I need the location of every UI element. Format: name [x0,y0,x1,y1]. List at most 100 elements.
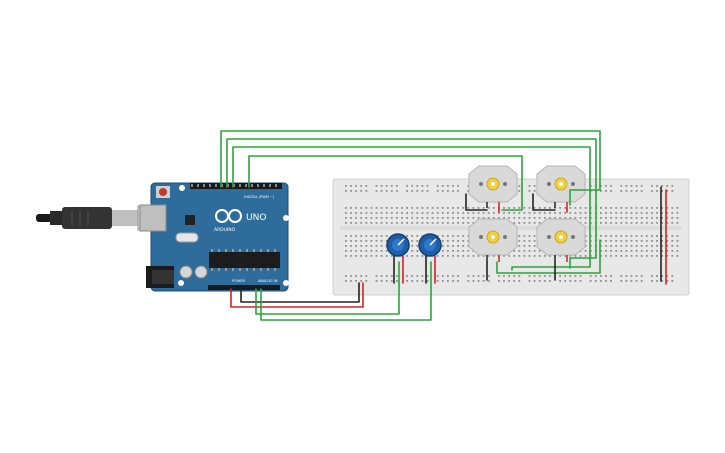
breadboard-hole[interactable] [671,190,674,192]
breadboard-hole[interactable] [635,185,638,187]
breadboard-hole[interactable] [457,207,459,209]
breadboard-hole[interactable] [411,245,414,247]
breadboard-hole[interactable] [513,212,516,214]
breadboard-hole[interactable] [355,222,357,224]
breadboard-hole[interactable] [533,222,536,224]
breadboard-hole[interactable] [605,212,607,214]
breadboard-hole[interactable] [360,235,363,237]
breadboard-hole[interactable] [635,275,638,277]
breadboard-hole[interactable] [457,235,459,237]
breadboard-hole[interactable] [498,212,500,214]
breadboard-hole[interactable] [651,190,653,192]
breadboard-hole[interactable] [610,222,612,224]
breadboard-hole[interactable] [630,250,633,252]
breadboard-hole[interactable] [656,240,658,242]
breadboard-hole[interactable] [538,250,541,252]
breadboard-hole[interactable] [564,275,567,277]
breadboard-hole[interactable] [625,245,628,247]
breadboard-hole[interactable] [441,185,444,187]
breadboard-hole[interactable] [406,212,408,214]
breadboard-hole[interactable] [396,275,398,277]
breadboard-hole[interactable] [355,255,357,257]
breadboard-hole[interactable] [625,222,628,224]
breadboard-hole[interactable] [528,275,531,277]
breadboard-hole[interactable] [574,212,577,214]
breadboard-hole[interactable] [513,207,516,209]
breadboard-hole[interactable] [360,185,363,187]
breadboard-hole[interactable] [447,190,449,192]
breadboard-hole[interactable] [411,235,414,237]
breadboard-hole[interactable] [559,217,561,219]
breadboard-hole[interactable] [671,185,674,187]
breadboard-hole[interactable] [625,250,628,252]
breadboard-hole[interactable] [390,217,393,219]
breadboard-hole[interactable] [365,235,368,237]
breadboard-hole[interactable] [431,207,434,209]
breadboard-hole[interactable] [350,190,352,192]
breadboard-hole[interactable] [518,222,521,224]
breadboard-hole[interactable] [625,255,628,257]
breadboard-hole[interactable] [457,280,459,282]
wire-green-a0[interactable] [255,261,400,315]
breadboard-hole[interactable] [350,255,352,257]
breadboard-hole[interactable] [630,222,633,224]
breadboard-hole[interactable] [635,280,638,282]
breadboard-hole[interactable] [426,275,429,277]
breadboard-hole[interactable] [518,185,521,187]
breadboard-hole[interactable] [651,207,653,209]
breadboard-hole[interactable] [640,245,643,247]
wire-green-5[interactable] [496,239,601,274]
breadboard-hole[interactable] [452,217,454,219]
breadboard-hole[interactable] [380,190,383,192]
breadboard-hole[interactable] [640,222,643,224]
breadboard-hole[interactable] [370,235,373,237]
power-analog-header[interactable] [208,285,280,290]
breadboard-hole[interactable] [666,185,669,187]
breadboard-hole[interactable] [390,212,393,214]
breadboard-hole[interactable] [396,217,398,219]
breadboard-hole[interactable] [620,217,623,219]
breadboard-hole[interactable] [528,185,531,187]
breadboard-hole[interactable] [441,255,444,257]
breadboard-hole[interactable] [656,207,658,209]
breadboard-hole[interactable] [574,207,577,209]
breadboard-hole[interactable] [666,235,669,237]
breadboard-hole[interactable] [411,255,414,257]
breadboard-hole[interactable] [666,245,669,247]
breadboard-hole[interactable] [620,185,623,187]
breadboard-hole[interactable] [640,212,643,214]
breadboard-hole[interactable] [656,185,658,187]
breadboard-hole[interactable] [355,185,357,187]
breadboard-hole[interactable] [666,222,669,224]
breadboard-hole[interactable] [345,250,347,252]
breadboard-hole[interactable] [656,245,658,247]
breadboard-hole[interactable] [600,222,602,224]
breadboard-hole[interactable] [390,207,393,209]
breadboard-hole[interactable] [380,250,383,252]
breadboard-hole[interactable] [645,212,648,214]
breadboard-hole[interactable] [472,207,475,209]
breadboard-hole[interactable] [406,190,408,192]
breadboard-hole[interactable] [538,280,541,282]
breadboard-hole[interactable] [518,207,521,209]
breadboard-hole[interactable] [447,275,449,277]
breadboard-hole[interactable] [472,217,475,219]
breadboard-hole[interactable] [360,190,363,192]
breadboard-hole[interactable] [661,245,663,247]
breadboard-hole[interactable] [396,190,398,192]
breadboard-hole[interactable] [406,222,408,224]
breadboard-hole[interactable] [401,212,403,214]
breadboard-hole[interactable] [523,245,526,247]
breadboard-hole[interactable] [365,275,368,277]
breadboard-hole[interactable] [661,250,663,252]
breadboard-hole[interactable] [543,217,546,219]
breadboard-hole[interactable] [676,217,679,219]
breadboard-hole[interactable] [441,245,444,247]
breadboard-hole[interactable] [508,217,510,219]
breadboard-hole[interactable] [447,235,449,237]
breadboard-hole[interactable] [380,235,383,237]
breadboard-hole[interactable] [574,255,577,257]
breadboard-hole[interactable] [584,217,587,219]
breadboard-hole[interactable] [559,280,561,282]
breadboard-hole[interactable] [436,255,439,257]
